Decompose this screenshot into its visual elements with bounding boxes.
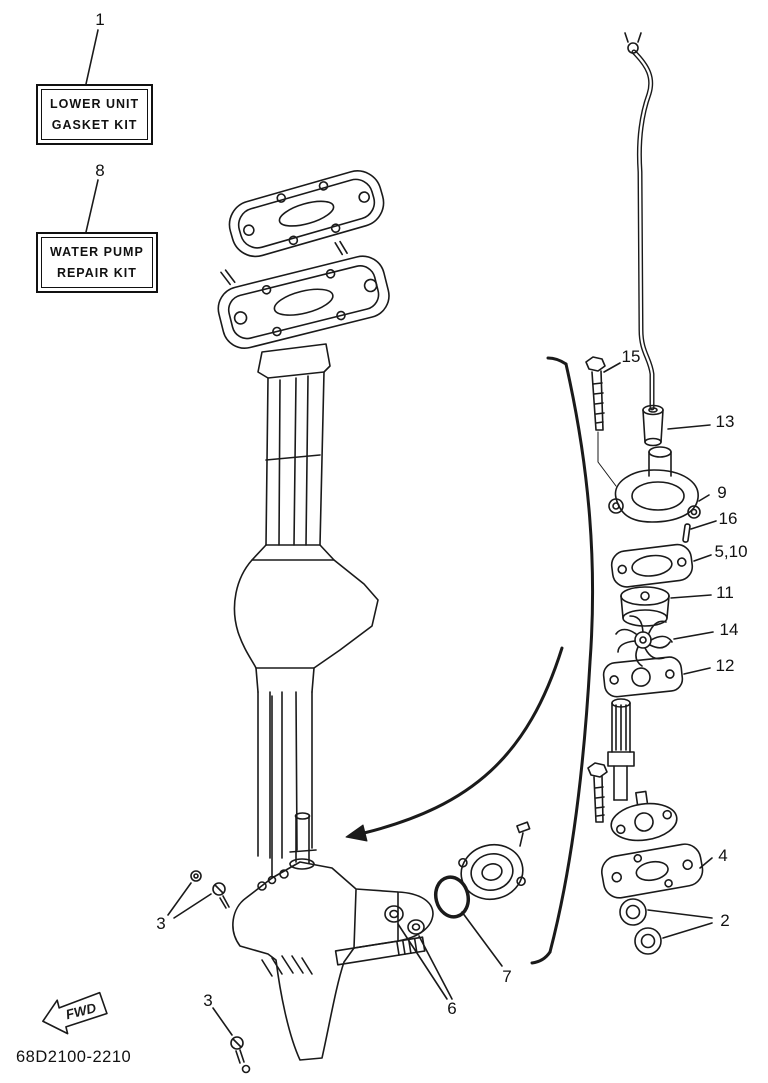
kit-box-line: GASKET KIT bbox=[51, 117, 138, 132]
water-pump-repair-kit-box: WATER PUMP REPAIR KIT bbox=[36, 232, 158, 294]
tube-seal-13 bbox=[642, 404, 664, 447]
bearing-housing bbox=[458, 843, 526, 901]
exhaust-guide bbox=[217, 240, 390, 349]
callout-15: 15 bbox=[621, 347, 641, 366]
assembly-arrow bbox=[345, 646, 564, 842]
callout-7: 7 bbox=[502, 967, 512, 986]
callout-3-upper: 3 bbox=[156, 914, 166, 933]
head-cover-gasket bbox=[228, 170, 385, 258]
oil-seals-2 bbox=[619, 898, 662, 955]
fwd-label: FWD bbox=[64, 1000, 98, 1022]
water-tube bbox=[624, 32, 655, 411]
dowel-pin-16 bbox=[682, 523, 691, 543]
water-pump-housing-9 bbox=[608, 446, 701, 523]
callout-14: 14 bbox=[719, 620, 739, 639]
leader-lines bbox=[85, 29, 717, 1036]
gasket-5-10 bbox=[610, 543, 694, 588]
washer-and-nut bbox=[384, 905, 425, 935]
housing-bolt bbox=[516, 821, 531, 847]
page-part-number: 68D2100-2210 bbox=[16, 1048, 132, 1066]
o-ring bbox=[433, 875, 471, 919]
driveshaft-housing bbox=[233, 343, 379, 859]
callout-12: 12 bbox=[715, 656, 735, 675]
fwd-arrow: FWD bbox=[42, 991, 108, 1035]
gasket-4 bbox=[601, 843, 704, 899]
callout-2: 2 bbox=[720, 911, 730, 930]
kit-box-line: WATER PUMP bbox=[50, 245, 144, 259]
gearcase bbox=[232, 695, 434, 1061]
callout-13: 13 bbox=[715, 412, 735, 431]
callout-5-10: 5,10 bbox=[714, 542, 748, 561]
callout-11: 11 bbox=[716, 583, 734, 602]
callout-1: 1 bbox=[95, 10, 105, 29]
callout-3-lower: 3 bbox=[203, 991, 213, 1010]
lower-unit-gasket-kit-box: LOWER UNIT GASKET KIT bbox=[36, 84, 154, 146]
propeller-shaft bbox=[334, 936, 426, 966]
drain-screw-lower bbox=[230, 1036, 251, 1074]
kit-box-line: LOWER UNIT bbox=[50, 97, 140, 111]
callout-4: 4 bbox=[718, 846, 728, 865]
impeller-14 bbox=[615, 615, 673, 667]
callout-9: 9 bbox=[717, 483, 727, 502]
outer-plate-12 bbox=[602, 656, 684, 698]
callout-8: 8 bbox=[95, 161, 105, 180]
bolt-lower bbox=[587, 762, 608, 823]
bolt-15 bbox=[585, 356, 617, 487]
callout-6: 6 bbox=[447, 999, 457, 1018]
driveshaft-end bbox=[607, 698, 635, 801]
drain-screw-upper bbox=[190, 870, 230, 909]
group-bracket bbox=[530, 356, 595, 965]
seal-housing-plate bbox=[610, 790, 678, 842]
kit-box-line: REPAIR KIT bbox=[56, 265, 137, 280]
insert-cartridge-11 bbox=[620, 586, 670, 627]
callout-16: 16 bbox=[718, 509, 738, 528]
